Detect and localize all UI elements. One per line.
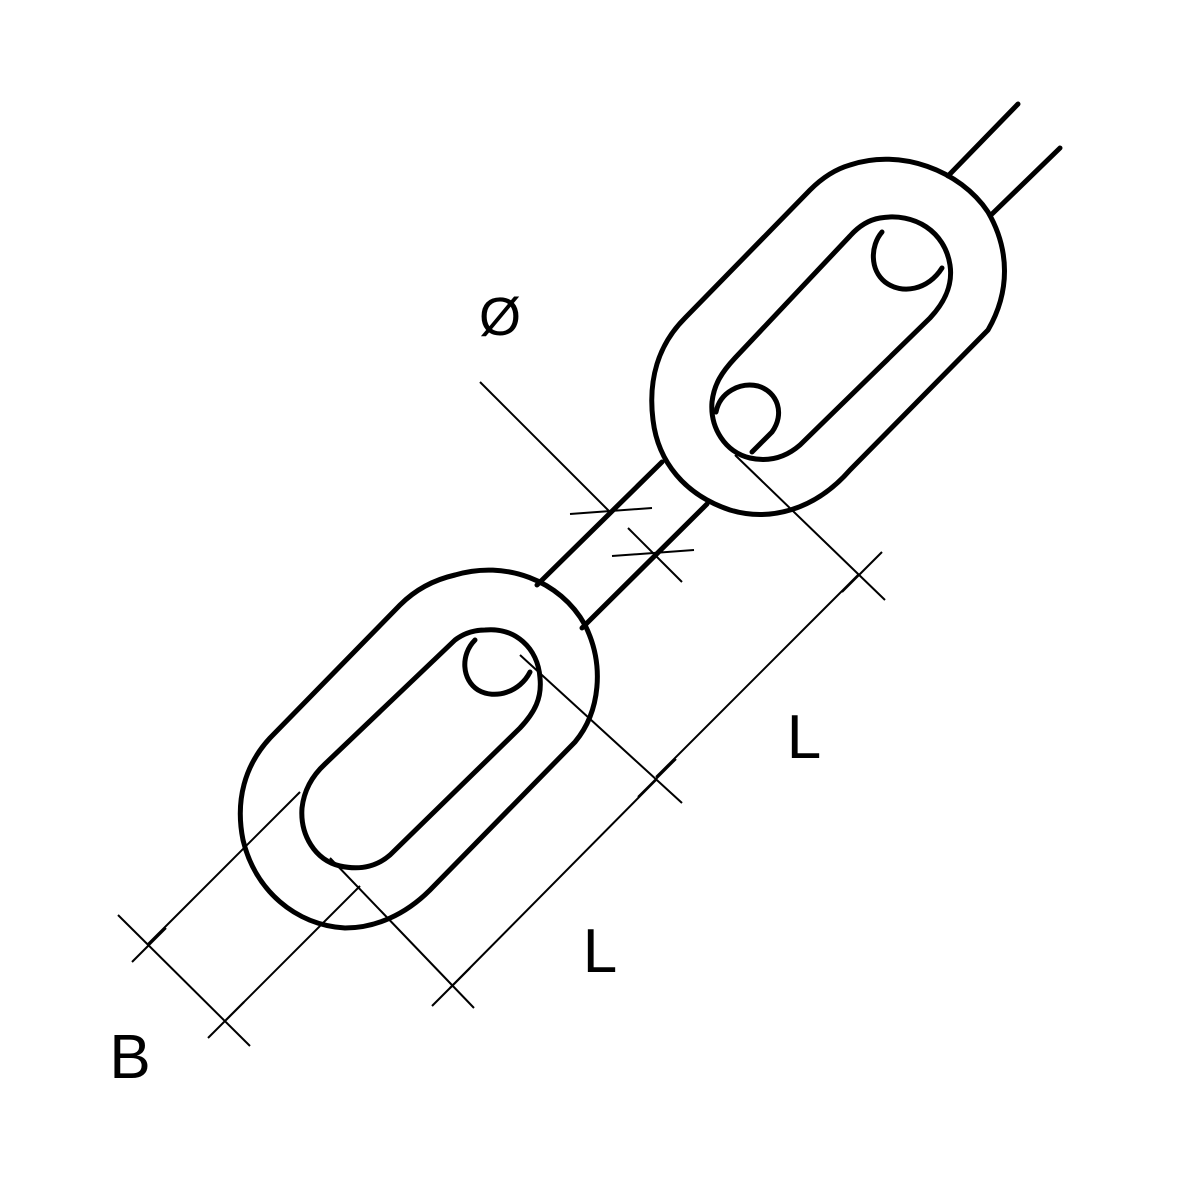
- length-label-upper: L: [787, 703, 821, 772]
- upper-link-outer-contour: [649, 156, 1007, 517]
- length-dimension-upper: [519, 454, 886, 804]
- connecting-link-edge: [534, 459, 710, 631]
- lower-link-inner-contour: [299, 627, 543, 871]
- diameter-label: Ø: [479, 287, 521, 347]
- upper-link-inner-contour: [709, 214, 954, 462]
- diameter-dimension: [479, 381, 695, 583]
- lower-link-outer-contour: [237, 567, 600, 931]
- chain-continuation-top: [945, 101, 1063, 217]
- length-label-lower: L: [583, 917, 617, 986]
- width-dimension: [117, 791, 361, 1047]
- upper-chain-link: [649, 156, 1007, 517]
- width-label: B: [109, 1023, 150, 1092]
- upper-link-wire-section-bottom: [713, 382, 782, 455]
- lower-chain-link: [237, 567, 600, 931]
- lower-link-wire-section: [462, 637, 533, 697]
- upper-link-wire-section-top: [870, 229, 945, 292]
- length-dimension-lower: [329, 779, 657, 1009]
